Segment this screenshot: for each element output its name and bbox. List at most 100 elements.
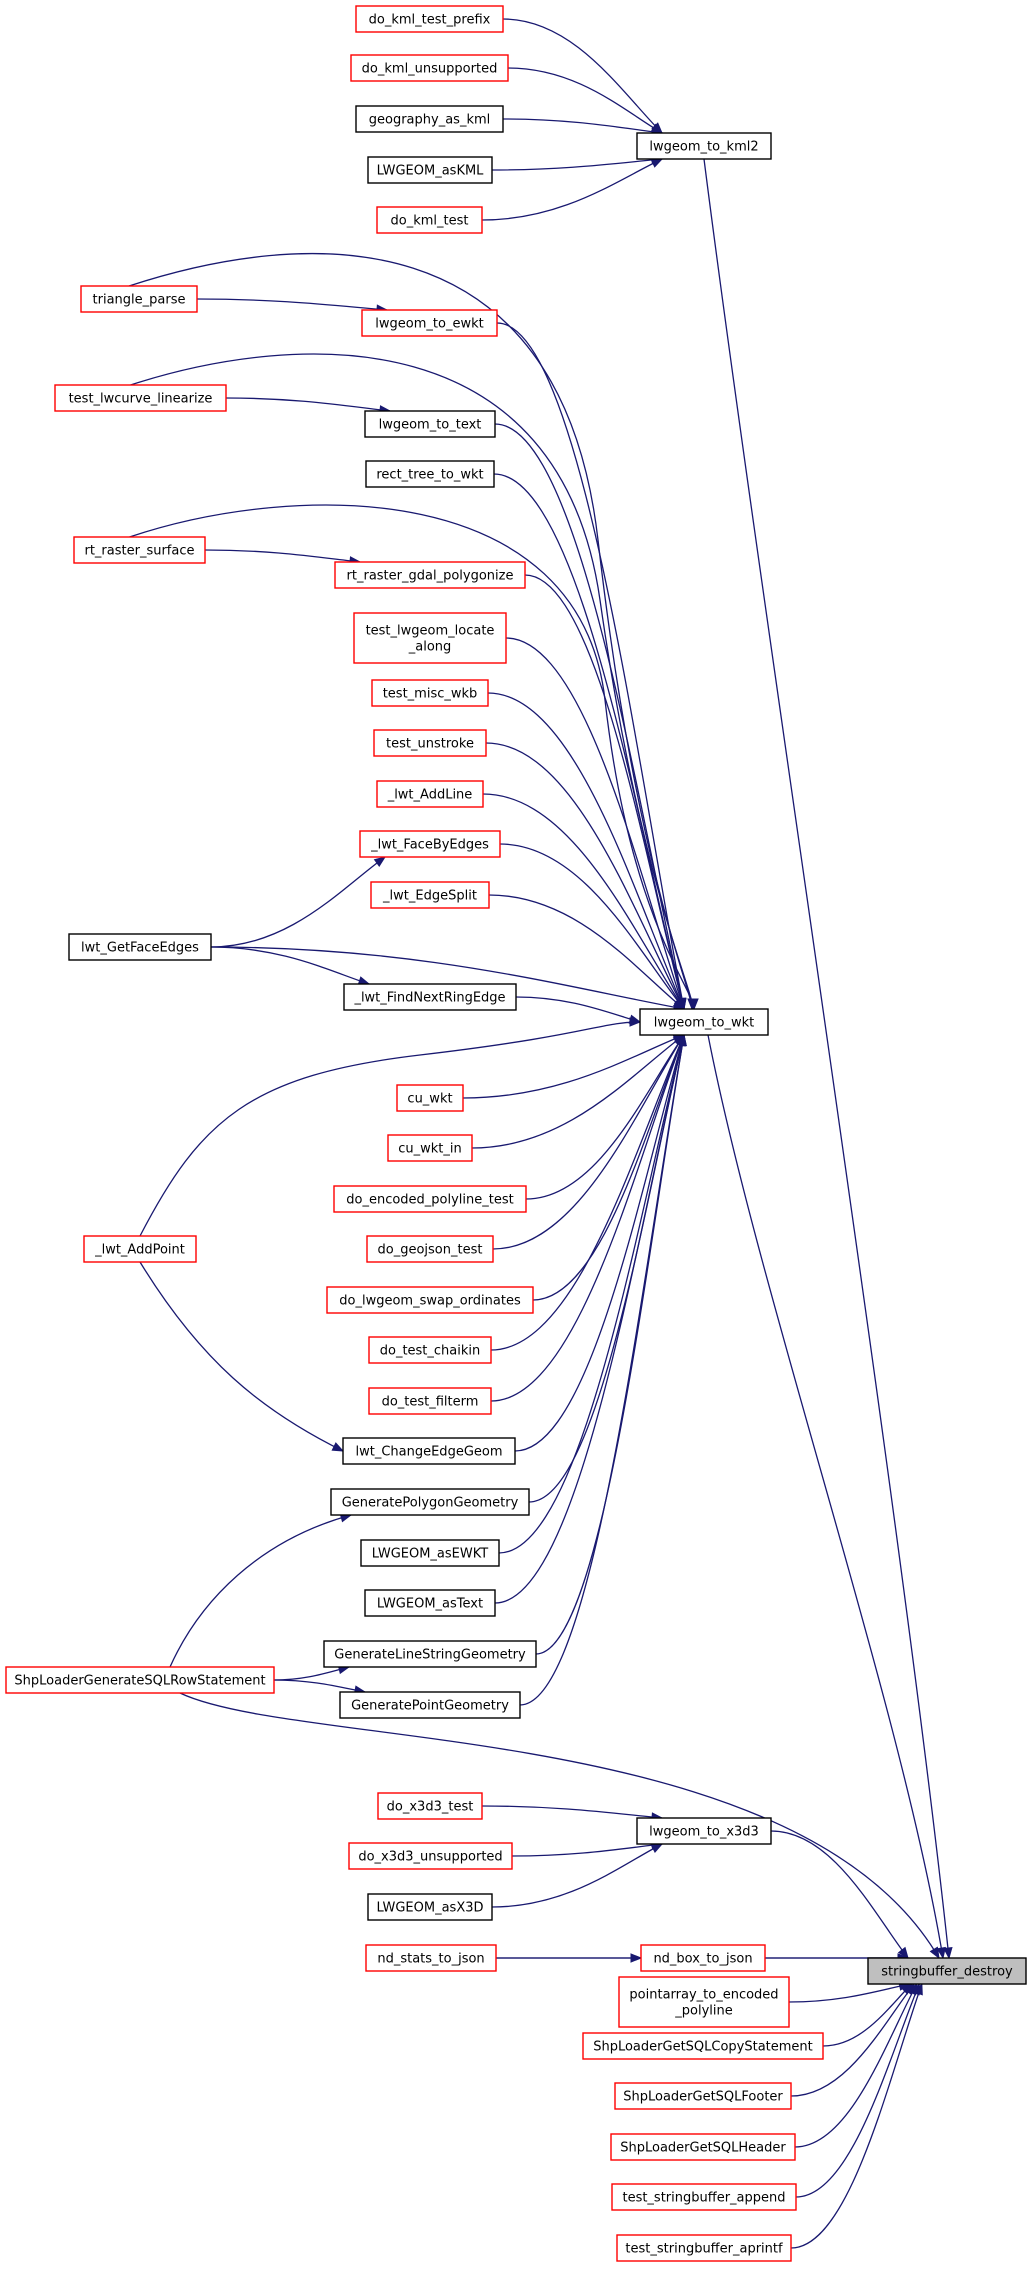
node-lwgeom-asx3d[interactable]: LWGEOM_asX3D <box>367 1893 493 1921</box>
node-do-geojson-test[interactable]: do_geojson_test <box>366 1235 494 1263</box>
node-box <box>614 2082 792 2110</box>
node-lwgeom-askml[interactable]: LWGEOM_asKML <box>367 156 493 184</box>
edge-generatepointgeometry-to-lwgeom-to-wkt-arrowhead <box>677 1033 687 1047</box>
node-box <box>367 156 493 184</box>
node-box <box>353 612 507 664</box>
node-label: ShpLoaderGetSQLCopyStatement <box>593 2040 813 2055</box>
node-generatepointgeometry[interactable]: GeneratePointGeometry <box>339 1691 521 1719</box>
edge-shploadergeneratesqlrowstatement-to-stringbuffer-destroy-arrowhead <box>929 1946 940 1960</box>
node-box <box>364 410 496 438</box>
node-geography-as-kml[interactable]: geography_as_kml <box>355 105 504 133</box>
node-label: LWGEOM_asX3D <box>376 1901 483 1916</box>
edge-test-misc-wkb-to-lwgeom-to-wkt <box>487 692 685 1010</box>
node-box <box>339 1691 521 1719</box>
node-label: test_lwcurve_linearize <box>69 392 213 407</box>
node-generatelinestringgeometry[interactable]: GenerateLineStringGeometry <box>323 1640 537 1668</box>
node-box <box>334 561 526 589</box>
node-cu-wkt[interactable]: cu_wkt <box>396 1084 464 1112</box>
node-lwgeom-to-text[interactable]: lwgeom_to_text <box>364 410 496 438</box>
node-label: GeneratePolygonGeometry <box>342 1496 519 1511</box>
node-lwgeom-to-x3d3[interactable]: lwgeom_to_x3d3 <box>636 1817 772 1845</box>
node-test-stringbuffer-aprintf[interactable]: test_stringbuffer_aprintf <box>616 2234 792 2262</box>
node-label: nd_stats_to_json <box>377 1952 484 1967</box>
node-shploadergetsqlheader[interactable]: ShpLoaderGetSQLHeader <box>610 2133 796 2161</box>
node-lwt-edgesplit[interactable]: _lwt_EdgeSplit <box>370 881 490 909</box>
node-shploadergetsqlcopystatement[interactable]: ShpLoaderGetSQLCopyStatement <box>582 2032 824 2060</box>
node-do-lwgeom-swap-ordinates[interactable]: do_lwgeom_swap_ordinates <box>326 1286 534 1314</box>
node-rect-tree-to-wkt[interactable]: rect_tree_to_wkt <box>365 460 495 488</box>
node-label: _lwt_AddLine <box>387 788 473 803</box>
node-test-lwgeom-locate-along[interactable]: test_lwgeom_locate_along <box>353 612 507 664</box>
edge-rt-raster-surface-to-lwgeom-to-wkt-arrowhead <box>689 998 699 1011</box>
node-lwgeom-to-ewkt[interactable]: lwgeom_to_ewkt <box>361 309 498 337</box>
node-stringbuffer-destroy[interactable]: stringbuffer_destroy <box>867 1957 1027 1985</box>
node-lwt-addpoint[interactable]: _lwt_AddPoint <box>83 1235 197 1263</box>
node-box <box>5 1666 275 1694</box>
node-lwt-facebyedges[interactable]: _lwt_FaceByEdges <box>359 830 501 858</box>
node-box <box>611 2183 797 2211</box>
node-do-encoded-polyline-test[interactable]: do_encoded_polyline_test <box>333 1185 527 1213</box>
node-label: do_geojson_test <box>378 1243 483 1258</box>
node-cu-wkt-in[interactable]: cu_wkt_in <box>387 1134 473 1162</box>
node-nd-stats-to-json[interactable]: nd_stats_to_json <box>365 1944 497 1972</box>
node-box <box>387 1134 473 1162</box>
node-lwgeom-to-wkt[interactable]: lwgeom_to_wkt <box>639 1008 769 1036</box>
node-box <box>359 830 501 858</box>
node-do-test-filterm[interactable]: do_test_filterm <box>368 1387 492 1415</box>
node-box <box>360 1539 500 1567</box>
edge-lwt-getfaceedges-to-lwgeom-to-wkt <box>210 946 685 1010</box>
node-box <box>323 1640 537 1668</box>
node-triangle-parse[interactable]: triangle_parse <box>80 285 198 313</box>
node-box <box>365 1944 497 1972</box>
node-box <box>610 2133 796 2161</box>
node-generatepolygongeometry[interactable]: GeneratePolygonGeometry <box>330 1488 530 1516</box>
node-do-x3d3-unsupported[interactable]: do_x3d3_unsupported <box>348 1842 513 1870</box>
node-test-unstroke[interactable]: test_unstroke <box>373 729 487 757</box>
node-test-lwcurve-linearize[interactable]: test_lwcurve_linearize <box>54 384 227 412</box>
node-box <box>370 881 490 909</box>
node-pointarray-to-encoded-polyline[interactable]: pointarray_to_encoded_polyline <box>618 1976 790 2028</box>
edge-lwgeom-to-kml2-to-stringbuffer-destroy-arrowhead <box>943 1947 953 1960</box>
node-label: GeneratePointGeometry <box>351 1699 509 1714</box>
node-lwt-getfaceedges[interactable]: lwt_GetFaceEdges <box>68 933 212 961</box>
edge-lwgeom-asx3d-to-lwgeom-to-x3d3 <box>491 1843 663 1908</box>
node-test-misc-wkb[interactable]: test_misc_wkb <box>371 679 489 707</box>
node-box <box>618 1976 790 2028</box>
edge--lwt-facebyedges-to-lwgeom-to-wkt <box>499 843 685 1010</box>
node-rt-raster-gdal-polygonize[interactable]: rt_raster_gdal_polygonize <box>334 561 526 589</box>
node-nd-box-to-json[interactable]: nd_box_to_json <box>640 1944 766 1972</box>
node-box <box>639 1008 769 1036</box>
edge-pointarray-to-encoded-polyline-to-stringbuffer-destroy <box>788 1983 910 2003</box>
node-label: _lwt_AddPoint <box>94 1243 185 1258</box>
node-shploadergeneratesqlrowstatement[interactable]: ShpLoaderGenerateSQLRowStatement <box>5 1666 275 1694</box>
node-box <box>365 460 495 488</box>
node-rt-raster-surface[interactable]: rt_raster_surface <box>73 536 206 564</box>
node-do-kml-test[interactable]: do_kml_test <box>376 206 483 234</box>
node-shploadergetsqlfooter[interactable]: ShpLoaderGetSQLFooter <box>614 2082 792 2110</box>
node-lwgeom-asewkt[interactable]: LWGEOM_asEWKT <box>360 1539 500 1567</box>
node-box <box>367 1893 493 1921</box>
node-lwt-changeedgegeom[interactable]: lwt_ChangeEdgeGeom <box>342 1437 516 1465</box>
node-lwt-addline[interactable]: _lwt_AddLine <box>376 780 484 808</box>
node-do-kml-unsupported[interactable]: do_kml_unsupported <box>350 54 509 82</box>
edge--lwt-addpoint-to-lwgeom-to-wkt-arrowhead <box>629 1017 642 1027</box>
node-lwgeom-astext[interactable]: LWGEOM_asText <box>364 1589 496 1617</box>
edge-shploadergeneratesqlrowstatement-to-generatepointgeometry <box>273 1679 366 1693</box>
node-label: lwgeom_to_text <box>379 418 482 433</box>
edge-lwgeom-asx3d-to-lwgeom-to-x3d3-arrowhead <box>650 1843 664 1854</box>
node-do-x3d3-test[interactable]: do_x3d3_test <box>377 1792 483 1820</box>
node-label: ShpLoaderGetSQLHeader <box>620 2141 786 2156</box>
node-lwt-findnextringedge[interactable]: _lwt_FindNextRingEdge <box>343 983 517 1011</box>
edge-lwt-getfaceedges-to--lwt-facebyedges-arrowhead <box>373 856 387 867</box>
node-label: ShpLoaderGenerateSQLRowStatement <box>14 1674 265 1689</box>
node-box <box>342 1437 516 1465</box>
edge-lwgeom-askml-to-lwgeom-to-kml2 <box>491 158 663 171</box>
node-do-test-chaikin[interactable]: do_test_chaikin <box>368 1336 492 1364</box>
edge-lwt-getfaceedges-to--lwt-findnextringedge <box>210 946 370 985</box>
node-box <box>73 536 206 564</box>
node-do-kml-test-prefix[interactable]: do_kml_test_prefix <box>355 5 504 33</box>
node-test-stringbuffer-append[interactable]: test_stringbuffer_append <box>611 2183 797 2211</box>
node-lwgeom-to-kml2[interactable]: lwgeom_to_kml2 <box>636 132 772 160</box>
node-box <box>582 2032 824 2060</box>
node-box <box>371 679 489 707</box>
